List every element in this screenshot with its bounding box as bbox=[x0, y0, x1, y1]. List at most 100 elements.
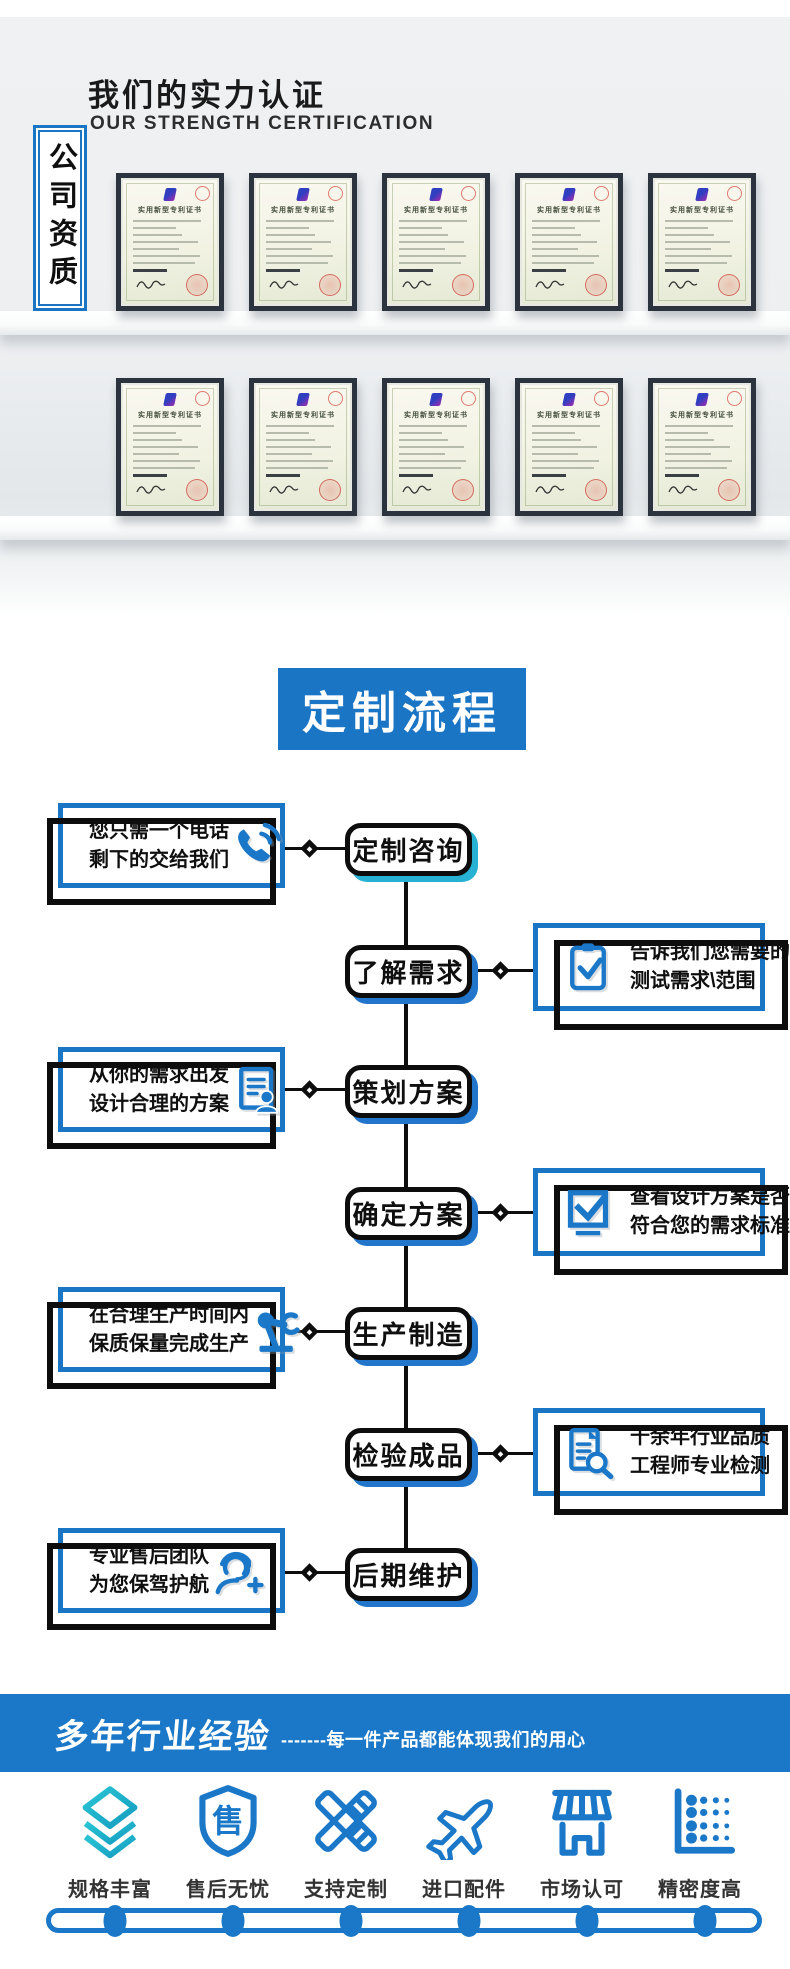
process-step-box: 从你的需求出发 设计合理的方案 bbox=[47, 1047, 285, 1149]
signature-icon bbox=[136, 485, 166, 494]
signature-icon bbox=[668, 280, 698, 289]
feature-label: 规格丰富 bbox=[68, 1879, 152, 1901]
step-desc-line: 从你的需求出发 bbox=[89, 1063, 229, 1086]
feature-label: 售后无忧 bbox=[186, 1879, 270, 1901]
red-seal-icon bbox=[718, 274, 740, 296]
red-seal-icon bbox=[585, 479, 607, 501]
dot-matrix-icon bbox=[674, 1788, 736, 1854]
signature-icon bbox=[402, 280, 432, 289]
certificate-text-lines bbox=[266, 220, 340, 277]
round-stamp-icon bbox=[195, 186, 210, 201]
robot-arm-icon bbox=[257, 1311, 300, 1352]
process-step-box: 查看设计方案是否 符合您的需求标准 bbox=[533, 1168, 790, 1275]
red-seal-icon bbox=[452, 274, 474, 296]
timeline-dot bbox=[339, 1904, 363, 1937]
patent-logo-icon bbox=[296, 393, 310, 406]
process-step-box: 在合理生产时间内 保质保量完成生产 bbox=[47, 1287, 300, 1389]
round-stamp-icon bbox=[328, 391, 343, 406]
timeline-dot bbox=[103, 1904, 127, 1937]
timeline-dot bbox=[457, 1904, 481, 1937]
signature-icon bbox=[136, 280, 166, 289]
certificate-text-lines bbox=[399, 220, 473, 277]
clipboard-check-icon bbox=[570, 943, 606, 991]
certificate-frame: 实用新型专利证书 bbox=[249, 173, 357, 311]
round-stamp-icon bbox=[594, 186, 609, 201]
signature-icon bbox=[535, 485, 565, 494]
certificate-frame: 实用新型专利证书 bbox=[515, 173, 623, 311]
airplane-icon bbox=[426, 1799, 493, 1867]
process-step-box: 专业售后团队 为您保驾护航 bbox=[47, 1528, 285, 1630]
patent-logo-icon bbox=[163, 393, 177, 406]
step-desc-line: 在合理生产时间内 bbox=[89, 1303, 249, 1326]
timeline bbox=[46, 1904, 762, 1937]
feature-item: 精密度高 bbox=[650, 1782, 750, 1902]
flow-diamond-icon bbox=[491, 1444, 510, 1463]
shield-glyph: 售 bbox=[212, 1803, 244, 1839]
certificate-title: 实用新型专利证书 bbox=[404, 207, 468, 214]
feature-label: 精密度高 bbox=[658, 1879, 742, 1901]
certificate-title: 实用新型专利证书 bbox=[537, 207, 601, 214]
certificate-title: 实用新型专利证书 bbox=[271, 207, 335, 214]
certificate-title: 实用新型专利证书 bbox=[670, 412, 734, 419]
document-search-icon bbox=[569, 1427, 614, 1480]
certificate-text-lines bbox=[665, 220, 739, 277]
patent-logo-icon bbox=[695, 188, 709, 201]
step-desc-line: 工程师专业检测 bbox=[630, 1455, 770, 1477]
certificate-title: 实用新型专利证书 bbox=[404, 412, 468, 419]
shelf bbox=[0, 311, 790, 335]
red-seal-icon bbox=[452, 479, 474, 501]
certificate-frame: 实用新型专利证书 bbox=[249, 378, 357, 516]
step-desc-line: 剩下的交给我们 bbox=[89, 848, 229, 871]
certificate-frame: 实用新型专利证书 bbox=[648, 173, 756, 311]
crossed-tools-icon bbox=[315, 1790, 377, 1852]
round-stamp-icon bbox=[727, 186, 742, 201]
step-desc-line: 告诉我们您需要的 bbox=[630, 941, 790, 963]
red-seal-icon bbox=[319, 479, 341, 501]
step-desc-line: 为您保驾护航 bbox=[89, 1573, 209, 1596]
process-node: 策划方案 bbox=[345, 1065, 472, 1118]
certificate-title: 实用新型专利证书 bbox=[271, 412, 335, 419]
document-user-icon bbox=[239, 1066, 279, 1114]
certificate-title: 实用新型专利证书 bbox=[138, 207, 202, 214]
certificate-text-lines bbox=[133, 425, 207, 482]
red-seal-icon bbox=[585, 274, 607, 296]
step-desc-line: 设计合理的方案 bbox=[89, 1092, 229, 1115]
headset-person-icon bbox=[215, 1551, 264, 1594]
patent-logo-icon bbox=[562, 393, 576, 406]
certificate-frame: 实用新型专利证书 bbox=[116, 173, 224, 311]
experience-subtitle: -------每一件产品都能体现我们的用心 bbox=[281, 1730, 586, 1750]
certification-section bbox=[0, 17, 790, 617]
feature-item: 进口配件 bbox=[414, 1782, 514, 1902]
timeline-dot bbox=[693, 1904, 717, 1937]
step-desc-line: 十余年行业品质 bbox=[630, 1426, 770, 1448]
certificate-text-lines bbox=[133, 220, 207, 277]
round-stamp-icon bbox=[195, 391, 210, 406]
timeline-dot bbox=[575, 1904, 599, 1937]
patent-logo-icon bbox=[429, 188, 443, 201]
signature-icon bbox=[402, 485, 432, 494]
process-title: 定制流程 bbox=[278, 668, 537, 761]
section-title: 我们的实力认证 bbox=[88, 78, 326, 113]
section-subtitle: OUR STRENGTH CERTIFICATION bbox=[90, 113, 435, 134]
feature-item: 市场认可 bbox=[532, 1782, 632, 1902]
signature-icon bbox=[269, 280, 299, 289]
timeline-dot bbox=[221, 1904, 245, 1937]
process-node: 定制咨询 bbox=[345, 823, 472, 876]
round-stamp-icon bbox=[461, 186, 476, 201]
side-label: 公司资质 bbox=[44, 142, 77, 294]
patent-logo-icon bbox=[562, 188, 576, 201]
signature-icon bbox=[668, 485, 698, 494]
process-step-box: 您只需一个电话 剩下的交给我们 bbox=[47, 803, 285, 905]
process-node: 生产制造 bbox=[345, 1307, 472, 1360]
experience-title: 多年行业经验 bbox=[53, 1717, 273, 1756]
step-desc-line: 专业售后团队 bbox=[89, 1544, 209, 1567]
patent-logo-icon bbox=[163, 188, 177, 201]
flow-diamond-icon bbox=[300, 839, 319, 858]
certificate-frame: 实用新型专利证书 bbox=[648, 378, 756, 516]
round-stamp-icon bbox=[594, 391, 609, 406]
certificate-frame: 实用新型专利证书 bbox=[116, 378, 224, 516]
patent-logo-icon bbox=[695, 393, 709, 406]
patent-logo-icon bbox=[296, 188, 310, 201]
flow-diamond-icon bbox=[300, 1080, 319, 1099]
check-square-icon bbox=[567, 1190, 609, 1236]
